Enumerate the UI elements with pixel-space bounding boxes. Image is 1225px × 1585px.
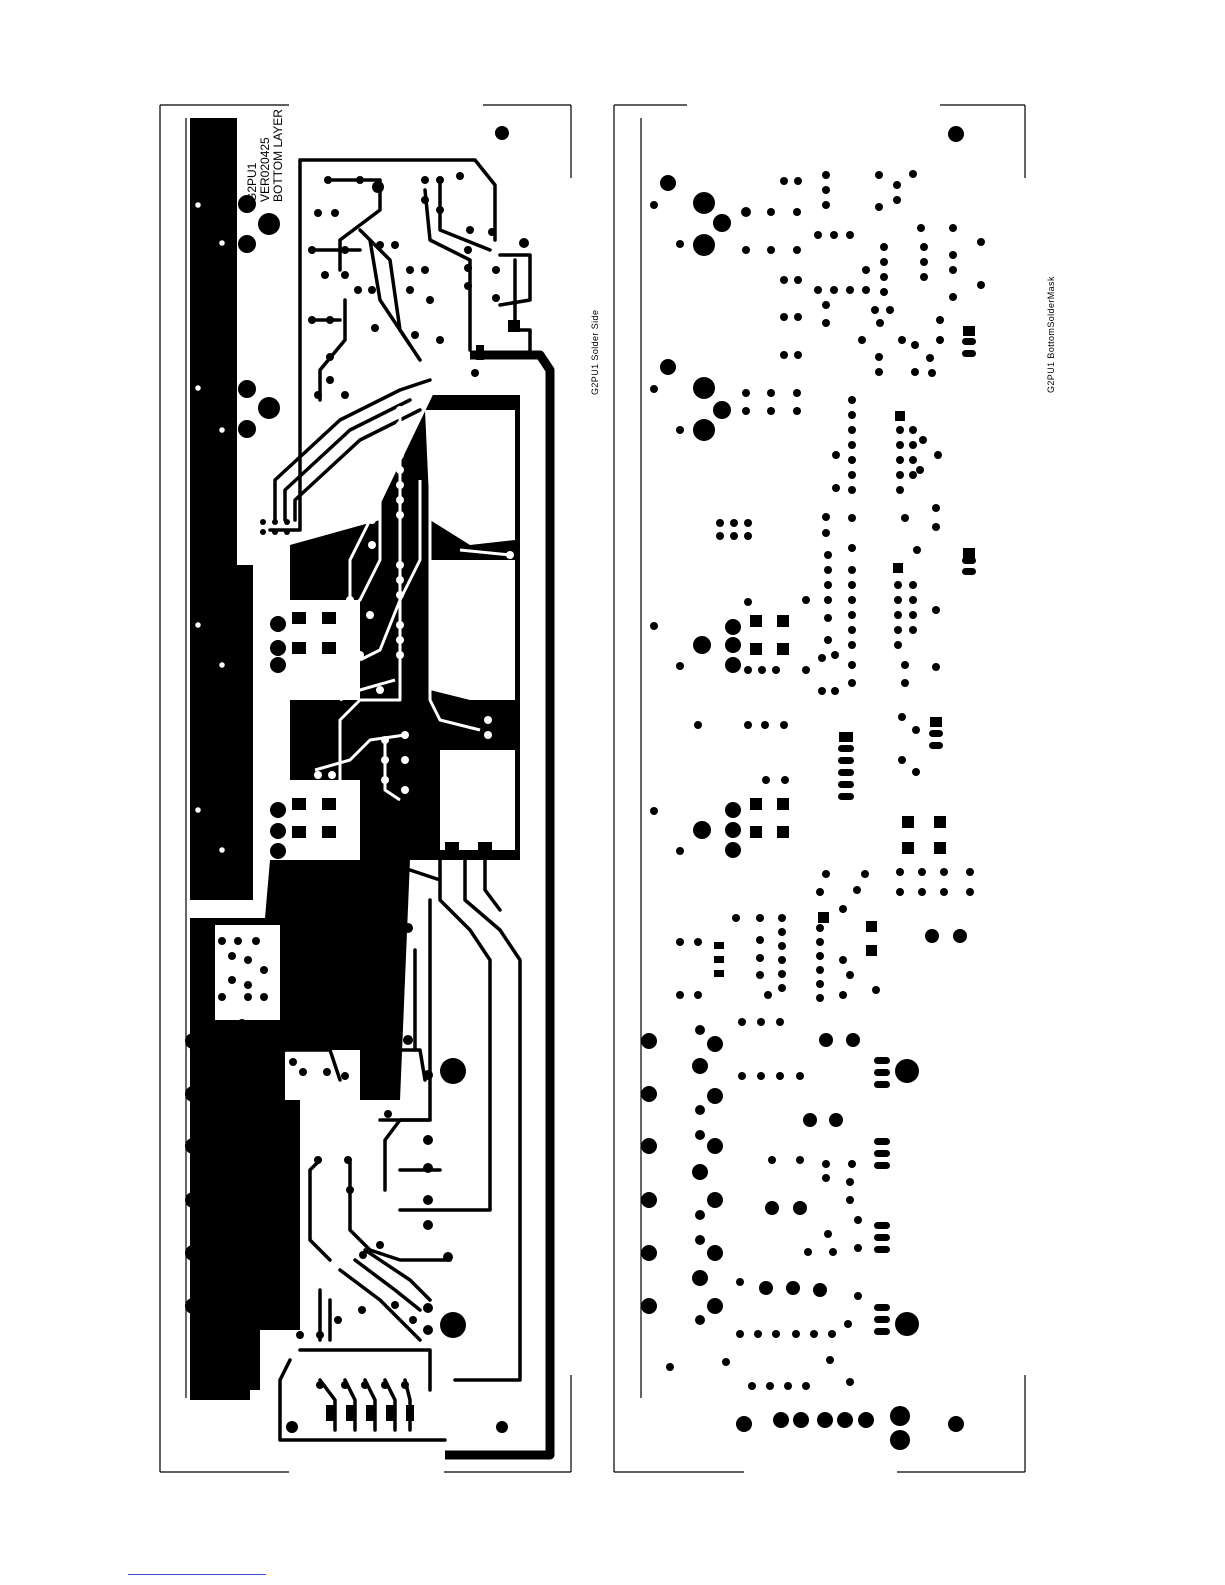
bottom-soldermask-panel (614, 105, 1025, 1472)
solder-side-panel (160, 105, 571, 1472)
footer-link-underline[interactable] (128, 1574, 266, 1575)
board-title-block: G2PU1 VER020425 BOTTOM LAYER (246, 109, 285, 202)
layer-name: BOTTOM LAYER (272, 109, 285, 202)
solder-side-label: G2PU1 Solder Side (590, 310, 600, 395)
soldermask-label: G2PU1 BottomSolderMask (1046, 276, 1056, 393)
